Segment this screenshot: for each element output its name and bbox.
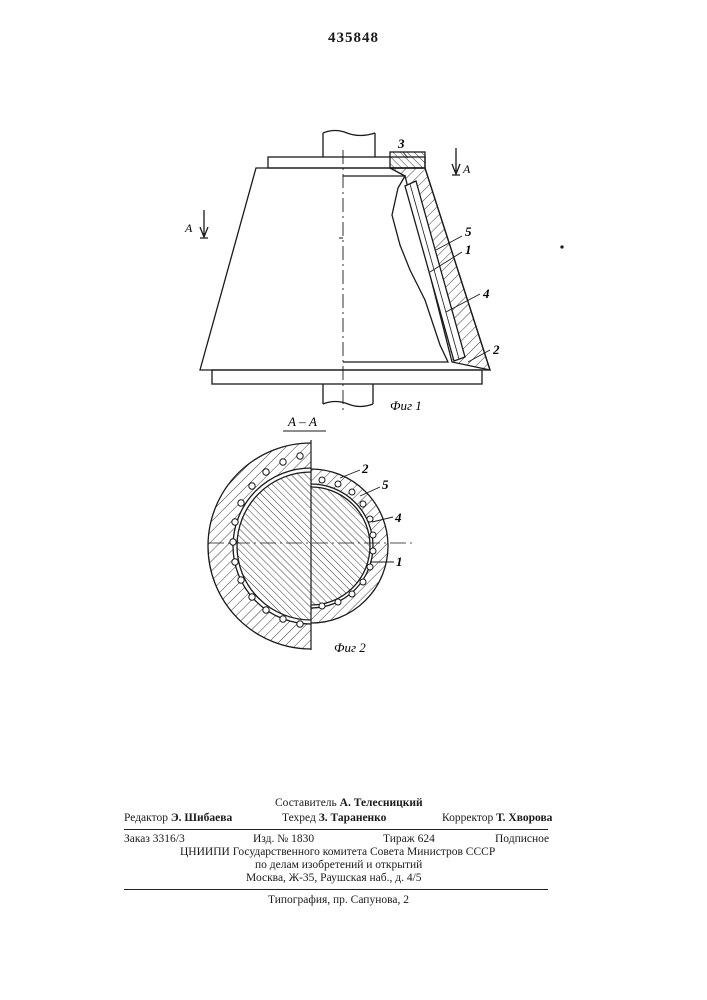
editor-name: Э. Шибаева: [171, 812, 232, 824]
org-line-3: Москва, Ж-35, Раушская наб., д. 4/5: [246, 873, 422, 885]
editor-line: Редактор Э. Шибаева: [124, 813, 232, 825]
techred-name: З. Тараненко: [319, 812, 387, 824]
bottom-flange: [212, 370, 482, 384]
callout-5: 5: [465, 224, 472, 239]
compiler-label: Составитель: [275, 797, 337, 809]
editor-label: Редактор: [124, 812, 168, 824]
imprint-rule-bottom: [124, 889, 548, 890]
fig2-callout-2: 2: [361, 461, 369, 476]
printer-line: Типография, пр. Сапунова, 2: [268, 895, 409, 907]
imprint-rule-top: [124, 829, 548, 830]
compiler-line: Составитель А. Телесницкий: [275, 798, 423, 810]
ring-3: [390, 152, 425, 168]
section-arrow-top: [452, 148, 460, 175]
edition-number: Изд. № 1830: [253, 834, 314, 846]
org-line-2: по делам изобретений и открытий: [255, 860, 422, 872]
compiler-name: А. Телесницкий: [340, 797, 423, 809]
callout-1: 1: [465, 242, 472, 257]
section-mark-left: A: [184, 221, 193, 235]
figure-2-label: Фиг 2: [334, 640, 366, 655]
figure-2: [208, 440, 414, 650]
fig2-callout-5: 5: [382, 477, 389, 492]
order-number: Заказ 3316/3: [124, 834, 185, 846]
section-arrow-left: [200, 210, 208, 238]
callout-4: 4: [482, 286, 490, 301]
subscription: Подписное: [495, 834, 549, 846]
corrector-label: Корректор: [442, 812, 493, 824]
top-shaft: [323, 131, 375, 158]
corrector-line: Корректор Т. Хворова: [442, 813, 552, 825]
org-line-1: ЦНИИПИ Государственного комитета Совета …: [180, 847, 495, 859]
figure-1-label: Фиг 1: [390, 398, 422, 413]
techred-label: Техред: [282, 812, 316, 824]
section-title: А – А: [287, 414, 317, 429]
corrector-name: Т. Хворова: [496, 812, 552, 824]
techred-line: Техред З. Тараненко: [282, 813, 386, 825]
figure-1: [200, 131, 563, 411]
print-run: Тираж 624: [383, 834, 435, 846]
fig2-callout-1: 1: [396, 554, 403, 569]
fig2-callout-4: 4: [394, 510, 402, 525]
callout-3: 3: [397, 136, 405, 151]
callout-2: 2: [492, 342, 500, 357]
section-mark-top: A: [462, 162, 471, 176]
bottom-shaft: [323, 384, 373, 407]
